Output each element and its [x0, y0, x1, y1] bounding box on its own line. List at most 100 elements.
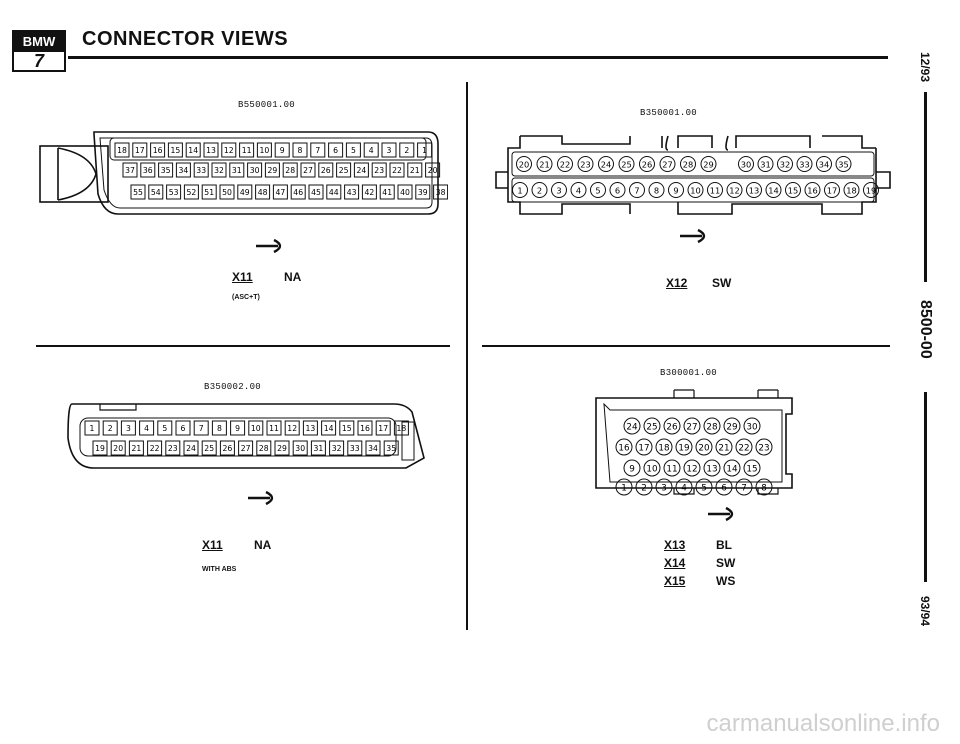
terminal-number: 31	[232, 166, 242, 175]
terminal-number: 3	[387, 146, 392, 155]
terminal	[695, 478, 713, 496]
terminal-number: 24	[626, 423, 638, 433]
terminal	[816, 156, 832, 172]
terminal	[804, 182, 821, 198]
terminal	[274, 142, 290, 158]
terminal	[663, 417, 681, 435]
terminal	[102, 420, 118, 436]
terminal-number: 11	[710, 185, 721, 195]
terminal	[140, 162, 156, 178]
terminal-number: 12	[287, 424, 297, 433]
terminal	[363, 142, 379, 158]
watermark: carmanualsonline.info	[706, 710, 940, 737]
terminal-number: 9	[629, 465, 635, 475]
plug-symbol-bl	[248, 490, 274, 506]
terminal	[361, 184, 377, 200]
header-rule	[68, 56, 888, 59]
terminal	[531, 182, 548, 198]
terminal-number: 8	[761, 484, 767, 494]
terminal-number: 25	[339, 166, 349, 175]
terminal-number: 17	[135, 146, 145, 155]
terminal-number: 36	[143, 166, 153, 175]
terminal	[618, 156, 635, 172]
terminal	[765, 182, 782, 198]
terminal-number: 24	[601, 159, 612, 169]
terminal	[147, 440, 163, 456]
terminal-number: 16	[153, 146, 163, 155]
terminal-number: 15	[171, 146, 181, 155]
terminal-number: 12	[729, 185, 740, 195]
terminal	[726, 182, 743, 198]
plug-symbol-br	[708, 506, 734, 522]
logo-top: BMW	[14, 32, 64, 52]
terminal-number: 47	[276, 188, 286, 197]
terminal	[683, 417, 701, 435]
terminal	[256, 440, 272, 456]
terminal	[203, 142, 219, 158]
terminal	[339, 420, 355, 436]
terminal-number: 52	[187, 188, 197, 197]
plug-symbol-tr	[680, 228, 706, 244]
terminal	[150, 142, 166, 158]
terminal-number: 28	[285, 166, 295, 175]
terminal-number: 20	[428, 166, 438, 175]
terminal	[247, 162, 263, 178]
terminal	[300, 162, 316, 178]
terminal	[381, 142, 397, 158]
terminal-number: 44	[329, 188, 339, 197]
terminal	[328, 142, 344, 158]
terminal	[230, 420, 246, 436]
terminal	[379, 184, 395, 200]
terminal-number: 32	[214, 166, 224, 175]
terminal-number: 6	[721, 484, 727, 494]
terminal-number: 6	[181, 424, 186, 433]
terminal	[598, 156, 614, 172]
connector-code-tr: SW	[712, 276, 732, 290]
terminal-number: 13	[749, 185, 760, 195]
terminal-number: 4	[144, 424, 149, 433]
terminal-number: 30	[295, 444, 305, 453]
terminal	[615, 478, 633, 496]
terminal-number: 34	[179, 166, 189, 175]
left-divider	[36, 345, 450, 347]
terminal-number: 1	[90, 424, 95, 433]
terminal	[723, 417, 741, 435]
terminal	[365, 440, 381, 456]
terminal	[166, 184, 182, 200]
terminal-number: 8	[217, 424, 222, 433]
terminal	[680, 156, 696, 172]
terminal-number: 27	[686, 423, 697, 433]
terminal	[433, 184, 448, 200]
bmw-logo: BMW 7	[12, 30, 66, 72]
terminal-number: 35	[386, 444, 396, 453]
terminal	[393, 420, 409, 436]
terminal	[735, 478, 753, 496]
terminal	[835, 156, 852, 172]
terminal-number: 9	[235, 424, 240, 433]
right-divider	[482, 345, 890, 347]
terminal-number: 3	[126, 424, 131, 433]
terminal-number: 14	[324, 424, 334, 433]
terminal-number: 7	[634, 185, 639, 195]
terminal	[308, 184, 324, 200]
terminal	[193, 162, 209, 178]
terminal	[755, 438, 773, 456]
terminal	[417, 142, 433, 158]
terminal	[700, 156, 717, 172]
terminal	[175, 420, 191, 436]
terminal	[329, 440, 345, 456]
terminal-number: 4	[576, 185, 581, 195]
terminal	[148, 184, 164, 200]
terminal	[512, 182, 528, 198]
terminal	[120, 420, 136, 436]
connector-id-tl: X11	[232, 270, 253, 284]
terminal-number: 26	[642, 159, 653, 169]
terminal	[648, 182, 665, 198]
terminal-number: 24	[357, 166, 367, 175]
terminal	[371, 162, 387, 178]
terminal	[284, 420, 300, 436]
terminal-number: 4	[681, 484, 687, 494]
